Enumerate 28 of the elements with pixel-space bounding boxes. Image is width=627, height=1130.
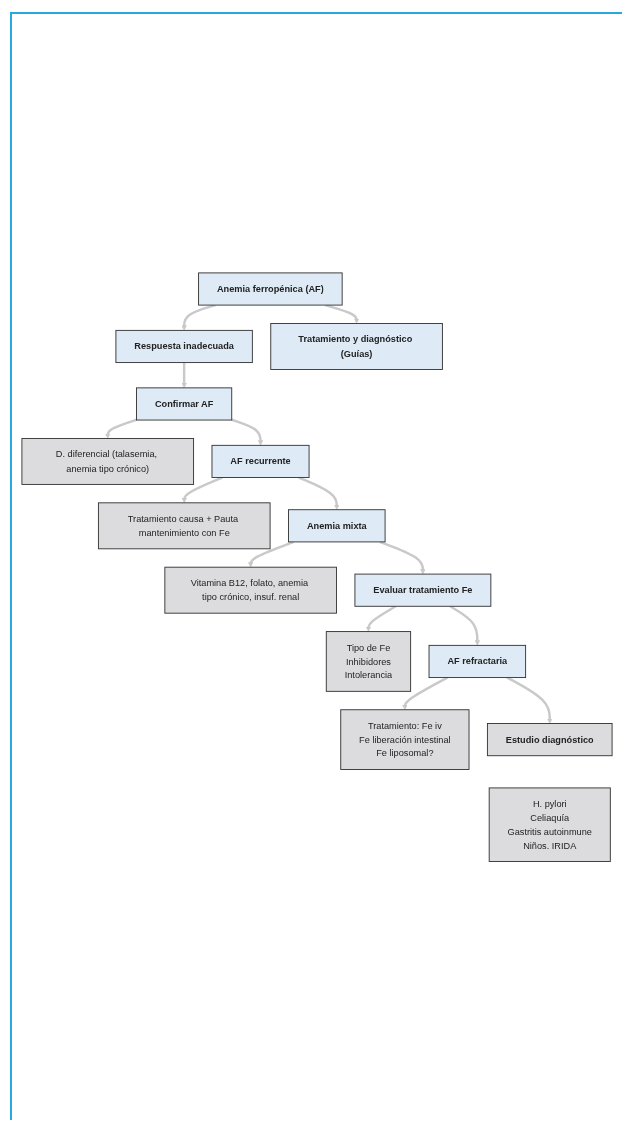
arrow — [105, 418, 137, 439]
node-box: Estudio diagnóstico — [486, 722, 613, 756]
node-box: AF refractaria — [428, 644, 527, 678]
arrow — [449, 605, 480, 646]
arrow — [379, 540, 426, 575]
arrow — [181, 476, 223, 503]
arrow — [324, 303, 360, 324]
node-box: Tratamiento: Fe iv Fe liberación intestinal Fe liposomal? — [340, 709, 470, 770]
arrow — [181, 362, 187, 388]
node-box: Evaluar tratamiento Fe — [354, 573, 492, 607]
node-box: H. pylori Celiaquía Gastritis autoinmune Niños. IRIDA — [488, 787, 611, 862]
node-box: Respuesta inadecuada — [115, 329, 253, 363]
node-box: AF recurrente — [211, 444, 310, 478]
arrow — [506, 676, 553, 724]
arrow — [248, 540, 295, 568]
arrow — [298, 476, 340, 510]
node-box: Confirmar AF — [136, 387, 233, 421]
arrow — [231, 418, 264, 446]
arrow — [365, 605, 397, 632]
node-box: Anemia ferropénica (AF) — [198, 272, 343, 306]
node-box: Tipo de Fe Inhibidores Intolerancia — [325, 630, 412, 692]
node-box: Tratamiento y diagnóstico (Guías) — [270, 322, 443, 370]
node-box: Tratamiento causa + Pauta mantenimiento con Fe — [97, 502, 271, 550]
node-box: Anemia mixta — [288, 509, 386, 543]
node-box: D. diferencial (talasemia, anemia tipo crónico) — [21, 437, 195, 485]
arrow — [402, 676, 449, 710]
arrow — [181, 303, 216, 331]
node-box: Vitamina B12, folato, anemia tipo crónico, insuf. renal — [164, 566, 337, 614]
